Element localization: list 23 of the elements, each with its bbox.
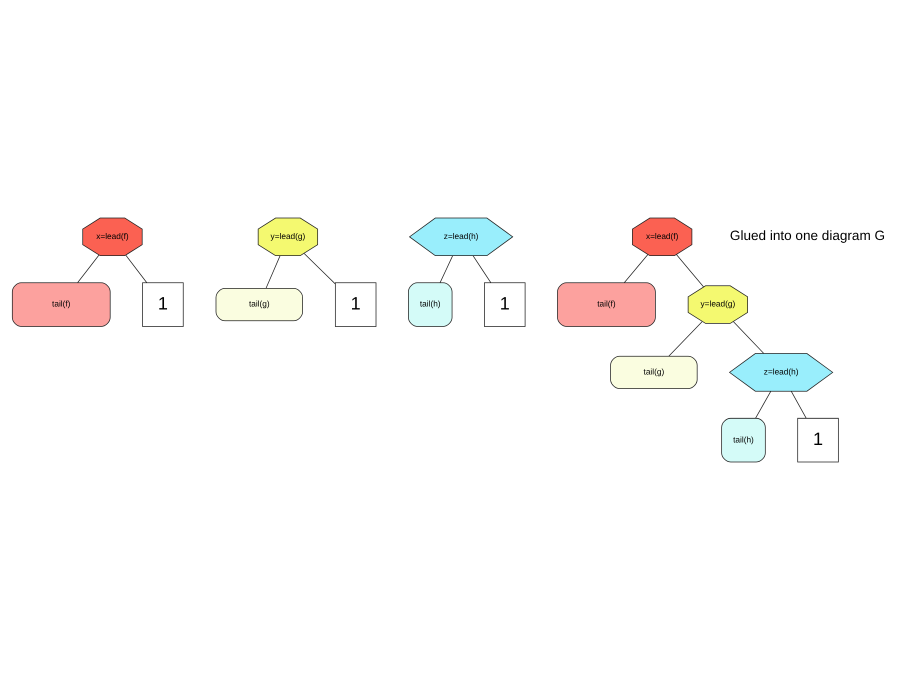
- node-box: tail(g): [216, 288, 303, 321]
- node-box: 1: [334, 282, 376, 326]
- node-box: tail(f): [557, 282, 656, 326]
- connector: [668, 320, 702, 356]
- connector: [266, 254, 280, 288]
- node-box: 1: [797, 417, 839, 462]
- label: Glued into one diagram G: [730, 228, 886, 243]
- node-box: 1: [142, 282, 184, 326]
- connector: [126, 254, 148, 283]
- connector: [676, 254, 704, 287]
- connector: [624, 254, 648, 282]
- connector: [472, 254, 492, 283]
- node-box: tail(f): [12, 282, 111, 326]
- node-box: tail(h): [408, 282, 452, 326]
- node-box: tail(h): [721, 417, 766, 462]
- connector: [77, 254, 100, 282]
- node-box: 1: [484, 282, 526, 326]
- node-box: tail(g): [610, 355, 698, 388]
- connector: [440, 254, 454, 283]
- connector: [790, 390, 807, 418]
- connector: [304, 252, 336, 284]
- connector: [733, 320, 764, 354]
- connector: [755, 390, 772, 418]
